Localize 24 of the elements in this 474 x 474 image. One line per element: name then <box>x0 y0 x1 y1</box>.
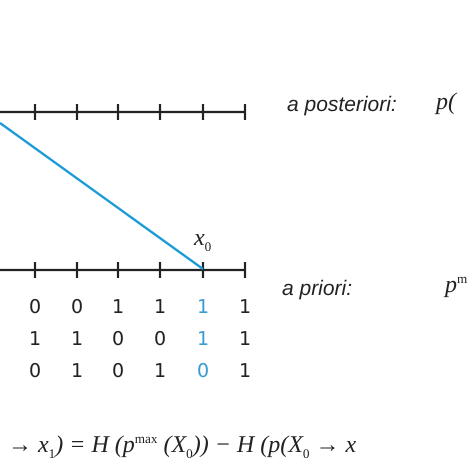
binary-digit: 0 <box>196 362 210 381</box>
binary-digit: 0 <box>112 362 124 381</box>
binary-digit: 1 <box>238 330 252 349</box>
point-label: x$_{0}$ <box>194 226 212 253</box>
binary-digit: 0 <box>70 298 84 317</box>
formula-text: → x$_{1}$) = H (p$^{max}$ (X$_{0}$)) − H (p(X$_{0}$ → x <box>8 432 356 460</box>
binary-digit: 1 <box>196 298 210 317</box>
binary-digit: 1 <box>196 330 210 349</box>
binary-digit: 1 <box>28 330 42 349</box>
prior-label: a priori: <box>282 278 352 299</box>
binary-digit: 1 <box>70 330 84 349</box>
binary-digit: 1 <box>70 362 84 381</box>
binary-digit: 1 <box>154 362 166 381</box>
binary-digit: 1 <box>112 298 124 317</box>
binary-digit: 1 <box>154 298 166 317</box>
formula-text: p( <box>436 90 456 114</box>
binary-digit: 0 <box>28 298 42 317</box>
binary-digit: 0 <box>112 330 124 349</box>
binary-digit: 0 <box>28 362 42 381</box>
binary-digit: 0 <box>154 330 166 349</box>
binary-digit: 1 <box>238 298 252 317</box>
posterior-label: a posteriori: <box>287 94 397 115</box>
binary-digit: 1 <box>238 362 252 381</box>
formula-text: p$^{m}$ <box>445 272 468 297</box>
